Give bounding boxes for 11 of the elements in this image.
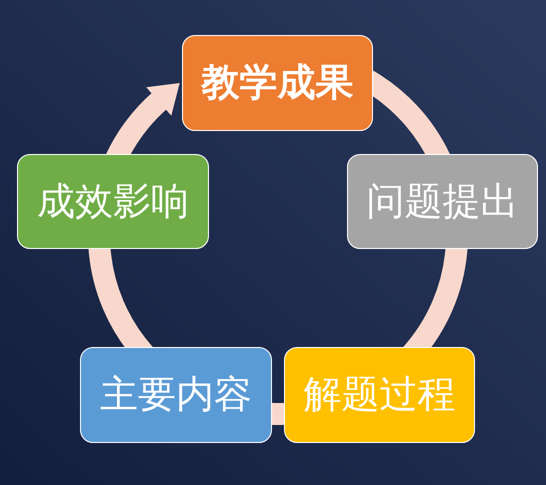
- stage-box: [347, 154, 538, 249]
- stage-label: 问题提出: [366, 180, 518, 224]
- stage-label: 成效影响: [37, 180, 189, 224]
- stage-box: [80, 347, 272, 443]
- stage-box: [17, 154, 209, 249]
- stage-label: 主要内容: [100, 373, 252, 417]
- stage-label: 教学成果: [202, 61, 354, 105]
- stage-label: 解题过程: [304, 373, 456, 417]
- stage-box: [182, 35, 373, 131]
- cycle-connector: [270, 402, 285, 425]
- stage-box: [284, 347, 475, 443]
